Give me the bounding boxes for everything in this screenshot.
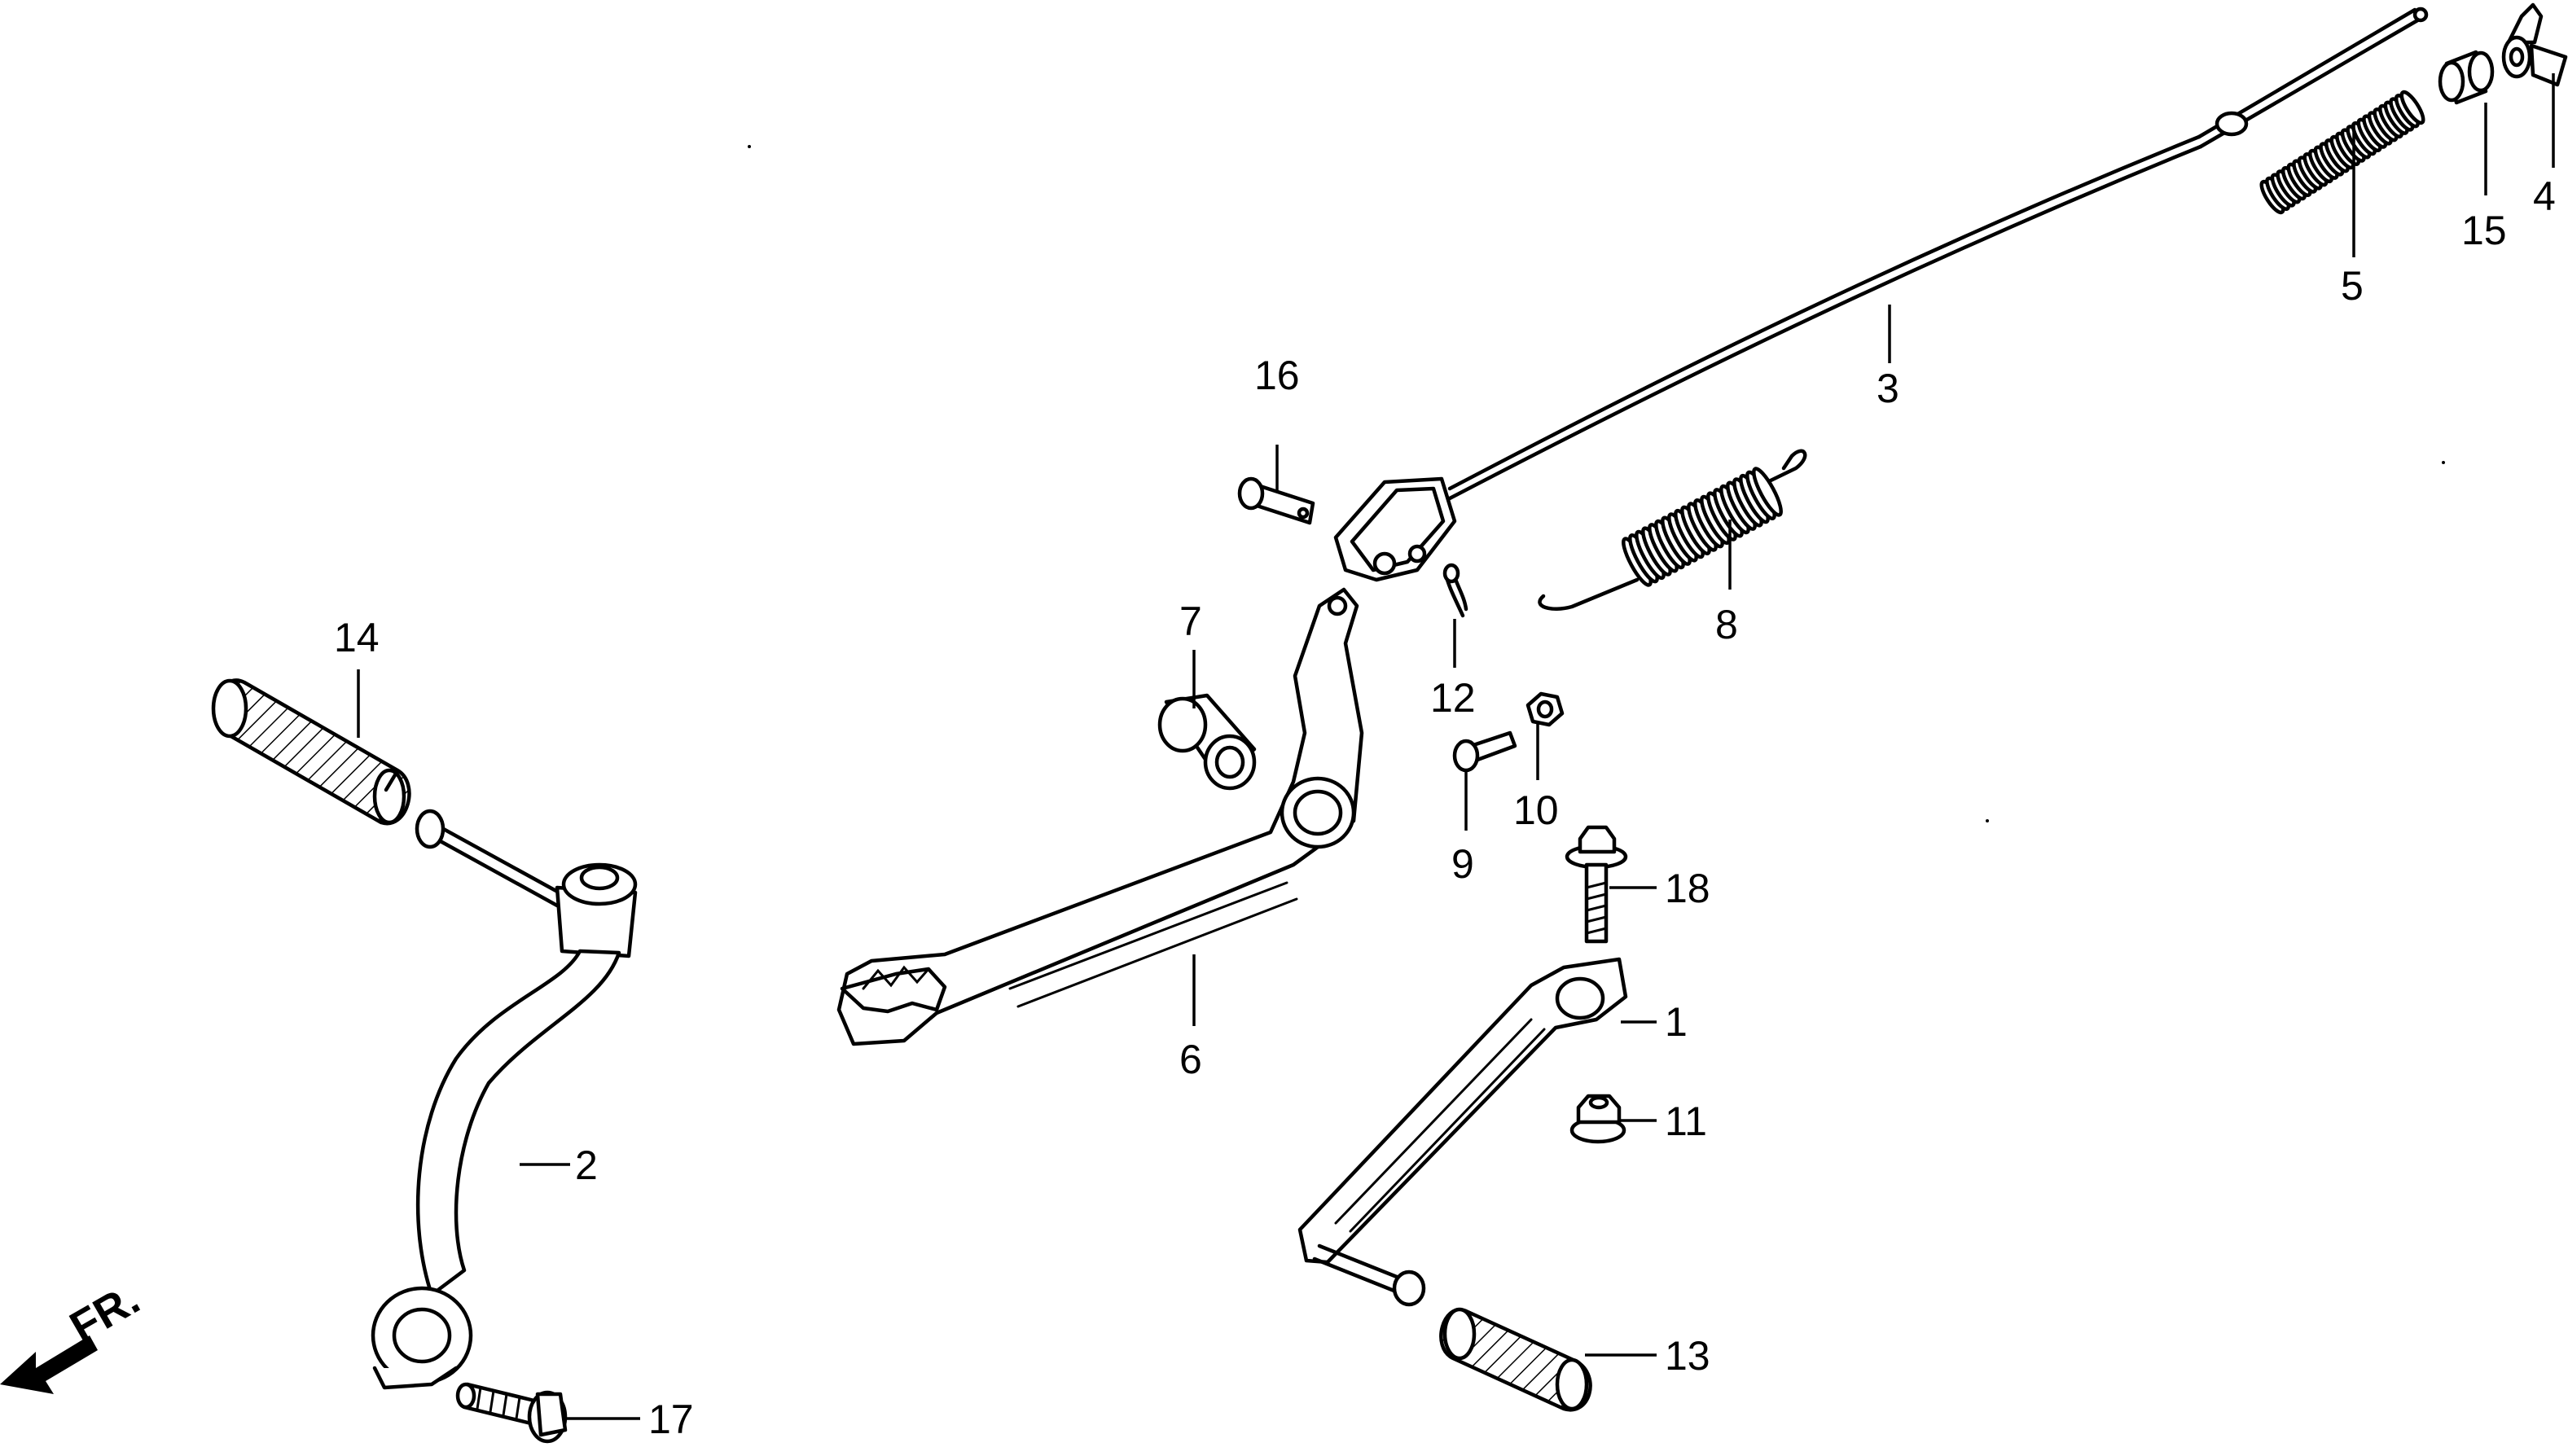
callout-14: 14 xyxy=(334,615,380,660)
part-4-wing-nut xyxy=(2501,2,2568,87)
part-18-flange-bolt xyxy=(1565,825,1628,944)
callout-6: 6 xyxy=(1179,1037,1202,1082)
callout-18: 18 xyxy=(1665,866,1710,911)
callout-15: 15 xyxy=(2461,208,2507,253)
part-13-shift-rubber xyxy=(1439,1307,1592,1412)
leader-lines xyxy=(357,73,2555,1420)
callout-9: 9 xyxy=(1451,841,1474,887)
callout-17: 17 xyxy=(648,1397,694,1442)
part-16-clevis-pin xyxy=(1237,476,1315,525)
part-7-bushing xyxy=(1157,693,1257,791)
part-14-grip xyxy=(211,678,411,826)
callouts: 1 2 3 4 5 6 7 8 9 10 11 12 13 14 15 16 1… xyxy=(334,173,2556,1442)
callout-3: 3 xyxy=(1877,366,1899,411)
part-17-bolt xyxy=(455,1382,568,1444)
part-8-tension-spring xyxy=(1538,449,1807,611)
callout-12: 12 xyxy=(1430,675,1476,721)
part-2-kick-lever xyxy=(371,809,638,1390)
callout-11: 11 xyxy=(1665,1099,1707,1144)
part-1-shift-arm xyxy=(1297,957,1628,1307)
spring-coil xyxy=(2399,90,2425,125)
part-12-cotter-pin xyxy=(1442,563,1468,618)
part-9-bolt xyxy=(1452,730,1517,773)
callout-10: 10 xyxy=(1513,787,1559,833)
part-15-collar xyxy=(2438,50,2495,105)
part-5-spring xyxy=(2259,90,2425,215)
part-11-flange-nut xyxy=(1569,1094,1626,1144)
callout-5: 5 xyxy=(2341,263,2364,309)
part-10-nut xyxy=(1525,691,1565,727)
callout-7: 7 xyxy=(1179,599,1202,644)
part-6-brake-pedal xyxy=(836,587,1364,1046)
callout-16: 16 xyxy=(1254,353,1300,398)
spring-coil xyxy=(1752,467,1783,517)
front-label: FR. xyxy=(62,1274,147,1352)
callout-8: 8 xyxy=(1715,602,1738,647)
callout-4: 4 xyxy=(2533,173,2556,219)
callout-13: 13 xyxy=(1665,1333,1710,1379)
callout-2: 2 xyxy=(575,1142,598,1188)
callout-1: 1 xyxy=(1665,999,1688,1045)
part-3-rod xyxy=(1333,7,2429,582)
front-arrow-icon: FR. xyxy=(0,1274,147,1394)
scan-specks xyxy=(748,145,2445,822)
